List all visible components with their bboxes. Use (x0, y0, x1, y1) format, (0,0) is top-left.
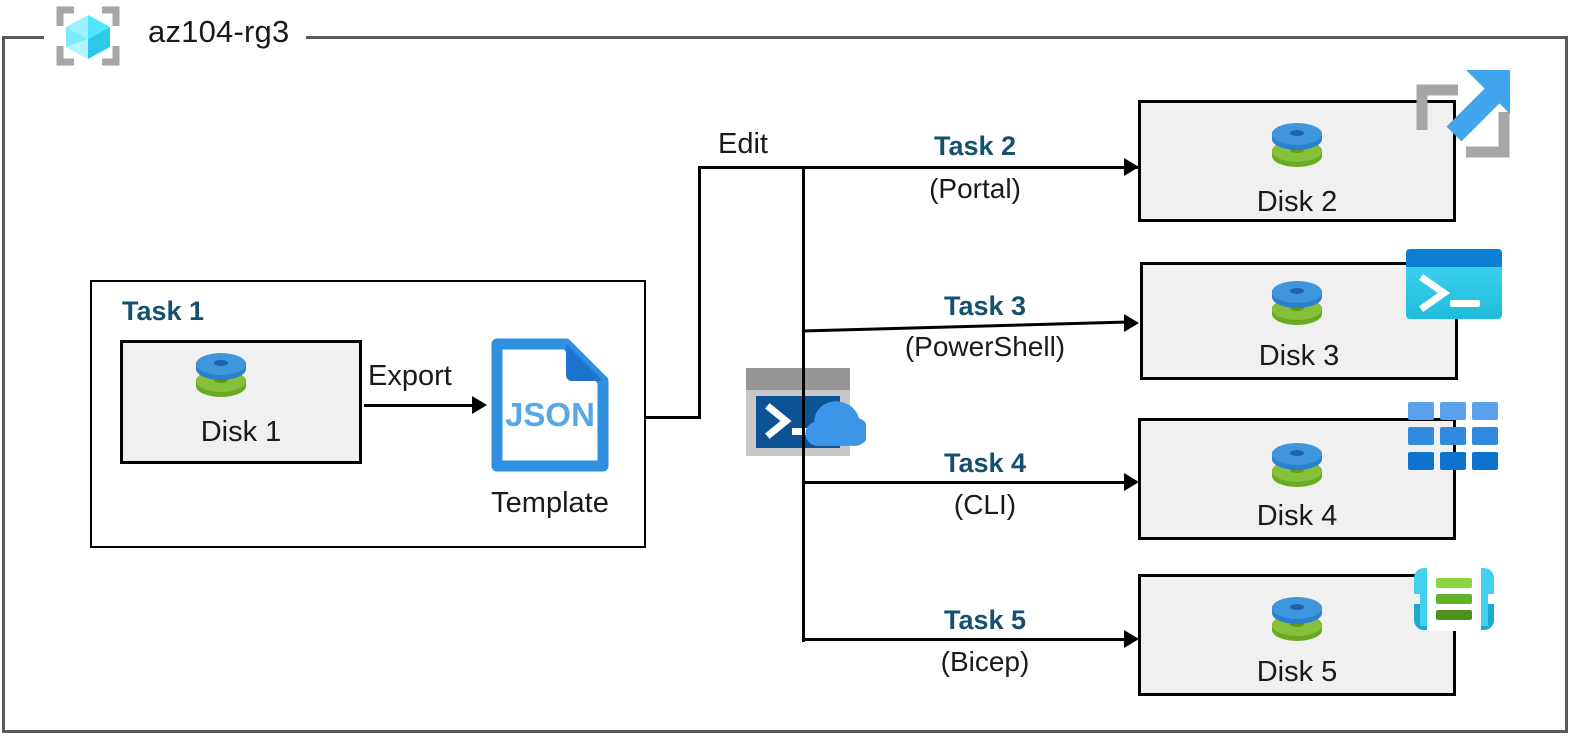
disk2-icon (1266, 120, 1328, 178)
branch-trunk-line (802, 166, 805, 642)
task2-label: Task 2 (933, 131, 1017, 161)
disk3-icon (1266, 278, 1328, 336)
task3-label: Task 3 (943, 291, 1027, 321)
task2-arrowhead (1124, 158, 1139, 176)
disk5-icon (1266, 594, 1328, 652)
export-arrowhead (472, 396, 487, 414)
disk5-label: Disk 5 (1256, 656, 1338, 688)
template-label: Template (491, 487, 609, 519)
json-file-icon: JSON (490, 337, 610, 473)
disk3-label: Disk 3 (1258, 340, 1340, 372)
task2-tool-label: (Portal) (929, 173, 1021, 204)
powershell-icon (1406, 249, 1502, 319)
task1-heading: Task 1 (122, 296, 205, 326)
disk4-label: Disk 4 (1256, 500, 1338, 532)
resource-group-name: az104-rg3 (148, 14, 290, 49)
export-arrow-line (364, 404, 474, 407)
disk1-icon (190, 350, 252, 408)
azure-portal-icon (1408, 60, 1518, 170)
task5-label: Task 5 (943, 605, 1027, 635)
task5-arrowhead (1124, 630, 1139, 648)
task5-arrow-line (802, 638, 1128, 641)
disk4-icon (1266, 440, 1328, 498)
task4-arrowhead (1124, 473, 1139, 491)
disk1-label: Disk 1 (200, 416, 282, 448)
export-label: Export (368, 360, 452, 392)
disk2-label: Disk 2 (1256, 186, 1338, 218)
task4-tool-label: (CLI) (953, 489, 1017, 520)
task3-arrowhead (1124, 314, 1139, 332)
edit-connector-h-lower (645, 416, 701, 419)
task5-tool-label: (Bicep) (940, 646, 1030, 677)
resource-group-cube-icon (52, 4, 124, 68)
edit-label: Edit (718, 128, 768, 160)
task3-tool-label: (PowerShell) (904, 331, 1066, 362)
svg-text:JSON: JSON (505, 396, 595, 433)
bicep-template-icon (1410, 558, 1498, 640)
resource-group-frame (2, 36, 1568, 733)
disk1-box (120, 340, 362, 464)
azure-cloud-shell-icon (744, 366, 869, 460)
edit-connector-v (698, 166, 701, 419)
task4-arrow-line (802, 481, 1128, 484)
azure-cli-grid-icon (1408, 402, 1498, 470)
task2-arrow-line (802, 166, 1128, 169)
task4-label: Task 4 (943, 448, 1027, 478)
